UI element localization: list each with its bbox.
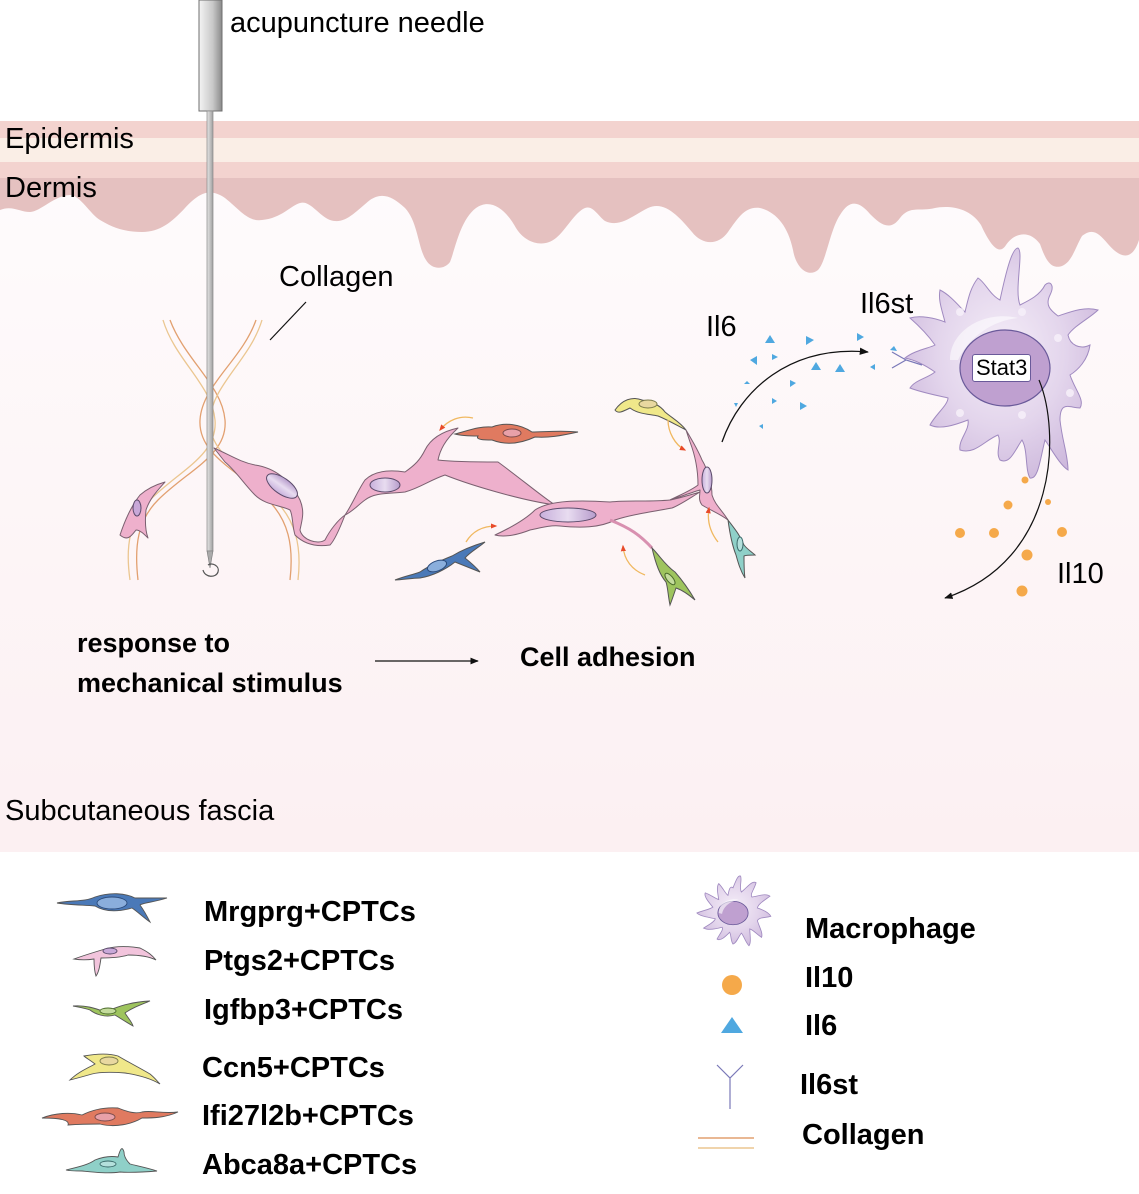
collagen-label: Collagen: [279, 261, 394, 293]
il10-molecules: [955, 476, 1067, 597]
legend-label-il10: Il10: [805, 962, 854, 994]
igfbp3-cell: [651, 546, 696, 607]
legend-label-abca8a: Abca8a+CPTCs: [202, 1149, 418, 1181]
epidermis-label: Epidermis: [5, 123, 134, 155]
il6-release-arrow: [721, 347, 869, 443]
legend-ptgs2-icon: [72, 946, 157, 977]
legend-label-ifi27l2b: Ifi27l2b+CPTCs: [202, 1100, 414, 1132]
legend-label-macrophage: Macrophage: [805, 913, 976, 945]
dermis-layer: [0, 178, 1139, 273]
ccn5-cell: [614, 397, 687, 431]
legend-item-icons: [696, 875, 772, 1149]
epidermis-bottom-band: [0, 162, 1139, 178]
ptgs2-cell-central: [494, 491, 701, 537]
legend-label-collagen: Collagen: [802, 1119, 925, 1151]
epidermis-top-band: [0, 121, 1139, 138]
legend-label-igfbp3: Igfbp3+CPTCs: [204, 994, 403, 1026]
collagen-pointer-line: [269, 301, 307, 341]
cell-adhesion-label: Cell adhesion: [520, 642, 696, 672]
subcutaneous-fascia-label: Subcutaneous fascia: [5, 795, 275, 827]
legend-ccn5-icon: [68, 1053, 161, 1085]
legend-label-ccn5: Ccn5+CPTCs: [202, 1052, 385, 1084]
ptgs2-cell-small: [119, 481, 166, 539]
response-label-line2: mechanical stimulus: [77, 668, 343, 698]
ptgs2-cell-middle: [344, 427, 556, 516]
stat3-il10-arrow: [944, 379, 1051, 599]
legend-cell-icons: [41, 893, 179, 1174]
il6st-label: Il6st: [860, 288, 914, 320]
epidermis-light-band: [0, 138, 1139, 162]
legend-il6st-icon: [716, 1064, 744, 1109]
il10-label: Il10: [1057, 558, 1104, 590]
cptc-network: [119, 427, 729, 550]
response-label-line1: response to: [77, 628, 231, 658]
il6-label: Il6: [706, 311, 737, 343]
legend-macrophage-icon: [696, 875, 772, 947]
legend-label-ptgs2: Ptgs2+CPTCs: [204, 945, 395, 977]
legend-label-mrgprg: Mrgprg+CPTCs: [204, 896, 416, 928]
needle-label: acupuncture needle: [230, 7, 485, 39]
legend-label-il6st: Il6st: [800, 1069, 859, 1101]
legend-il6-icon: [721, 1017, 743, 1033]
colored-cptcs: [394, 397, 757, 607]
legend-label-il6: Il6: [805, 1010, 838, 1042]
dermis-label: Dermis: [5, 172, 97, 204]
stat3-label: Stat3: [972, 354, 1032, 382]
legend-il10-icon: [722, 975, 742, 995]
il6-molecules: [734, 333, 875, 429]
il6st-receptor: [890, 346, 923, 369]
migration-arrows: [439, 416, 719, 576]
acupuncture-needle: [198, 0, 223, 577]
